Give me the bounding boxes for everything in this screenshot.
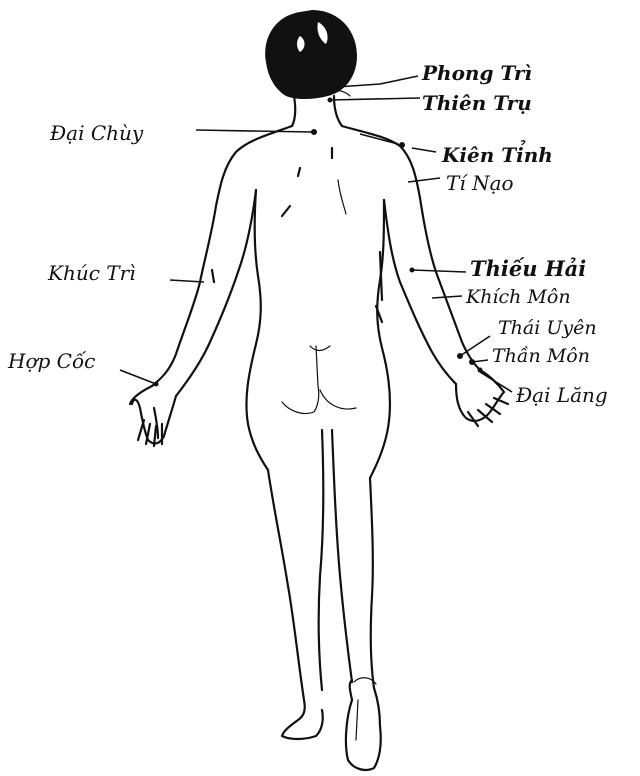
- label-thieu-hai: Thiếu Hải: [470, 256, 586, 281]
- leader-khuc-tri: [170, 280, 204, 282]
- dot-thieu-hai: [410, 268, 415, 273]
- leader-dai-chuy: [196, 130, 312, 132]
- label-khuc-tri: Khúc Trì: [47, 261, 136, 285]
- dot-hop-coc: [154, 382, 159, 387]
- leader-khich-mon: [432, 296, 462, 298]
- label-than-mon: Thần Môn: [492, 345, 590, 367]
- leader-thieu-hai: [412, 270, 466, 272]
- label-dai-chuy: Đại Chùy: [49, 121, 144, 145]
- dot-phong-tri: [318, 86, 323, 91]
- head: [265, 10, 357, 126]
- leader-hop-coc: [120, 370, 156, 384]
- leader-ti-nao: [408, 178, 440, 182]
- leader-dai-lang: [480, 372, 512, 392]
- label-dai-lang: Đại Lăng: [515, 383, 608, 407]
- label-kien-tinh: Kiên Tỉnh: [441, 138, 553, 167]
- leader-thien-tru: [330, 98, 420, 100]
- dot-kien-tinh: [399, 142, 405, 148]
- label-phong-tri: Phong Trì: [421, 61, 532, 85]
- label-ti-nao: Tí Nạo: [446, 171, 514, 195]
- hair: [265, 10, 357, 99]
- label-khich-mon: Khích Môn: [465, 286, 571, 308]
- dot-than-mon: [469, 359, 475, 365]
- dot-dai-chuy: [311, 129, 317, 135]
- label-hop-coc: Hợp Cốc: [7, 349, 95, 373]
- leader-kien-tinh: [360, 134, 436, 152]
- point-labels: Phong Trì Thiên Trụ Đại Chùy Kiên Tỉnh T…: [7, 61, 608, 407]
- label-thai-uyen: Thái Uyên: [498, 317, 597, 339]
- body-outline: [130, 126, 508, 770]
- dot-thien-tru: [328, 98, 333, 103]
- back-markings: [212, 148, 382, 322]
- label-thien-tru: Thiên Trụ: [422, 91, 532, 115]
- dot-thai-uyen: [457, 353, 463, 359]
- dot-dai-lang: [478, 368, 483, 373]
